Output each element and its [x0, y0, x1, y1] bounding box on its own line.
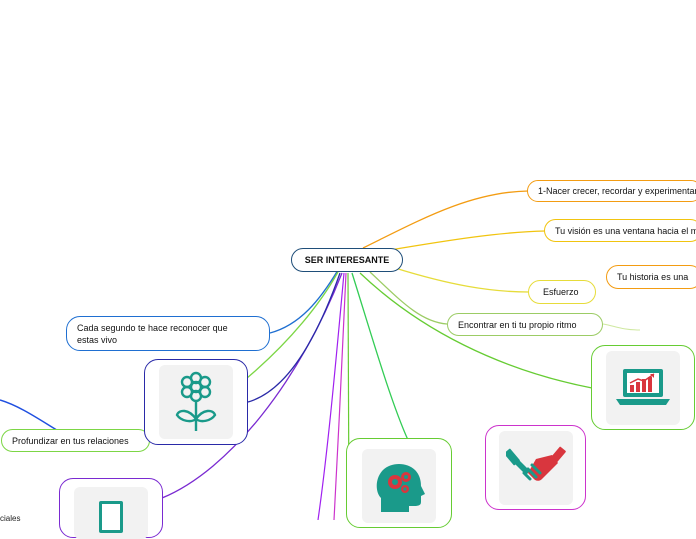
laptop-chart-icon [616, 368, 670, 405]
image-tile [159, 365, 233, 439]
central-topic[interactable]: SER INTERESANTE [291, 248, 403, 272]
topic-profundizar[interactable]: Profundizar en tus relaciones [1, 429, 150, 452]
topic-label: 1-Nacer crecer, recordar y experimentar [538, 186, 696, 196]
edge-t5-extension [602, 323, 641, 331]
topic-label: Tu historia es una [617, 272, 689, 282]
topic-tu-vision[interactable]: Tu visión es una ventana hacia el mundo [544, 219, 696, 242]
central-topic-label: SER INTERESANTE [304, 255, 390, 265]
edge-t2 [389, 230, 546, 251]
cutoff-node-fragment: ciales [0, 514, 20, 523]
topic-label: Tu visión es una ventana hacia el mundo [555, 225, 696, 236]
topic-cada-segundo[interactable]: Cada segundo te hace reconocer que estas… [66, 316, 270, 351]
topic-encontrar-ritmo[interactable]: Encontrar en ti tu propio ritmo [447, 313, 603, 336]
image-tile [362, 449, 436, 523]
image-tile [606, 350, 680, 425]
edge-left-blue [0, 399, 61, 433]
edge-t5 [369, 271, 448, 325]
edge-flower [247, 272, 341, 403]
edge-t4 [394, 267, 530, 293]
topic-nacer-crecer[interactable]: 1-Nacer crecer, recordar y experimentar [527, 180, 696, 202]
topic-label: Esfuerzo [543, 287, 579, 297]
image-node-handshake[interactable] [485, 425, 586, 510]
flower-icon [175, 371, 217, 431]
fragment-label: ciales [0, 514, 21, 523]
edge-t1 [362, 190, 529, 249]
topic-label: Profundizar en tus relaciones [12, 435, 129, 446]
topic-label: Cada segundo te hace reconocer que estas… [77, 322, 228, 345]
topic-tu-historia[interactable]: Tu historia es una [606, 265, 696, 289]
image-node-chart[interactable] [591, 345, 695, 430]
image-node-flower[interactable] [144, 359, 248, 445]
head-gears-icon [376, 464, 425, 512]
handshake-icon [505, 446, 566, 481]
edge-head [351, 272, 409, 441]
image-node-head-gears[interactable] [346, 438, 452, 528]
book-icon [99, 501, 123, 533]
topic-label: Encontrar en ti tu propio ritmo [458, 319, 577, 330]
image-tile [74, 487, 148, 539]
image-tile [498, 430, 573, 505]
edge-magenta-2 [317, 272, 345, 520]
edge-chart [359, 272, 593, 389]
edge-magenta-1 [333, 272, 347, 520]
topic-esfuerzo[interactable]: Esfuerzo [528, 280, 596, 304]
edge-t6 [269, 269, 339, 334]
image-node-book[interactable] [59, 478, 163, 539]
